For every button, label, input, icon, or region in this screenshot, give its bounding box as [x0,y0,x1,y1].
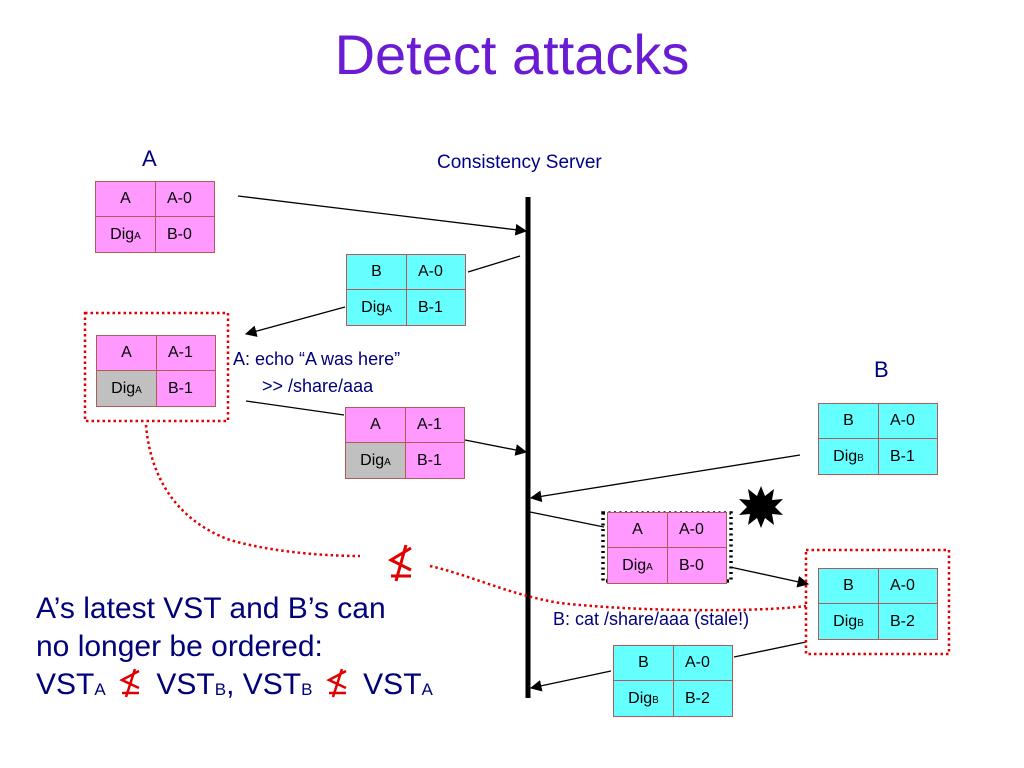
table-cell-version-b: B-1 [407,290,465,325]
table-cell-version-b: B-0 [668,548,726,583]
table-cell-version-a: A-0 [156,182,214,217]
table-cell-version-b: B-0 [156,217,214,252]
table-cell-version-b: B-1 [406,443,464,478]
table-cell-id: B [614,646,674,681]
conclusion-text: A’s latest VST and B’s can no longer be … [36,590,496,708]
echo-command-line2: >> /share/aaa [262,376,374,396]
table-cell-version-b: B-2 [879,604,937,639]
arrow-b-to-server-late [733,641,807,658]
arrow-b-to-server [529,454,801,503]
arrow-server-to-stale-pre [529,511,605,528]
not-leq-symbol [326,668,347,698]
table-cell-version-a: A-0 [407,255,465,290]
highlight-frame-a [83,311,230,423]
attack-burst-icon [739,486,783,528]
connector-curve-b [429,564,807,612]
table-cell-version-a: A-0 [879,404,937,439]
client-a-label: A [142,146,157,171]
table-cell-version-b: B-1 [879,439,937,474]
arrow-server-to-a-pre [467,255,521,273]
not-leq-symbol [119,668,140,698]
table-cell-version-a: A-0 [674,646,732,681]
table-cell-id: B [819,569,879,604]
table-cell-id: B [347,255,407,290]
table-cell-version-a: A-1 [157,336,215,371]
not-ordered-symbol [387,544,412,582]
arrow-a-to-server [237,195,528,236]
conclusion-line1: A’s latest VST and B’s can [36,592,386,625]
arrow-stale-to-b [729,566,810,588]
client-b-label: B [874,357,889,382]
vst-relation: VSTA VSTB, VSTB VSTA [36,668,433,701]
arrow-b-write-to-server [529,670,612,692]
arrow-a-write-to-server [464,439,528,456]
table-cell-version-a: A-0 [879,569,937,604]
table-cell-version-b: B-2 [674,681,732,716]
server-label: Consistency Server [437,152,602,173]
arrow-a-write-pre [245,400,345,416]
table-cell-version-b: B-1 [157,371,215,406]
table-cell-version-a: A-0 [668,513,726,548]
highlight-frame-b [804,548,951,656]
arrow-server-to-a [244,306,346,337]
table-cell-id: A [96,182,156,217]
conclusion-line2: no longer be ordered: [36,630,323,663]
connector-curve-a [144,424,361,558]
table-cell-id: A [97,336,157,371]
table-cell-version-a: A-1 [406,408,464,443]
table-cell-id: B [819,404,879,439]
table-cell-id: A [346,408,406,443]
slide-title: Detect attacks [334,23,690,86]
stale-read-note: B: cat /share/aaa (stale!) [553,609,750,629]
echo-command-line1: A: echo “A was here” [233,349,401,369]
table-cell-id: A [608,513,668,548]
